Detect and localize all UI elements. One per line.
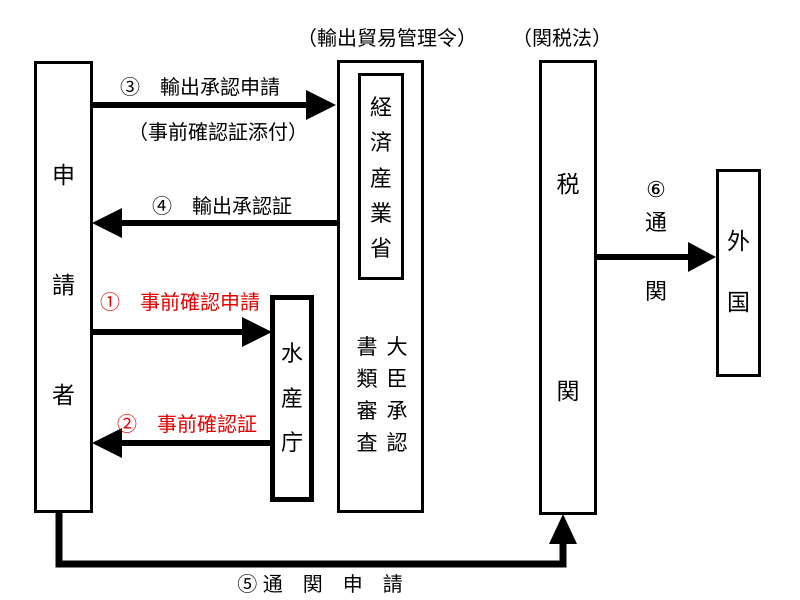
label-step2: ② 事前確認証 (117, 414, 257, 436)
document-review-column: 書 類 審 査 (356, 336, 378, 455)
foreign-country-box: 外 国 (716, 169, 761, 377)
customs-char: 税 (556, 171, 580, 197)
arrow-step4-export-approval-certificate (92, 208, 337, 238)
foreign-char: 国 (727, 289, 750, 315)
label-step4: ④ 輸出承認証 (152, 196, 292, 218)
applicant-char: 者 (52, 382, 75, 408)
foreign-char: 外 (727, 228, 750, 254)
minister-approval-column: 大 臣 承 認 (386, 336, 408, 455)
meti-char: 業 (369, 200, 392, 226)
arrow-step5-customs-declaration (55, 511, 577, 568)
customs-char: 関 (556, 378, 580, 404)
arrow-step3-export-approval-application (93, 90, 336, 120)
label-step5: ⑤ 通 関 申 請 (237, 574, 403, 596)
meti-char: 済 (369, 130, 392, 156)
fisheries-agency-box: 水 産 庁 (270, 295, 314, 502)
label-step3: ③ 輸出承認申請 (120, 77, 280, 99)
fisheries-char: 水 (280, 340, 303, 366)
applicant-char: 申 (52, 162, 75, 188)
label-export-trade-control-order: （輸出貿易管理令） (297, 28, 477, 50)
label-customs-law: （関税法） (512, 28, 612, 50)
label-step6: ⑥ 通 関 (644, 177, 667, 304)
fisheries-char: 産 (280, 385, 303, 411)
label-step3-note: （事前確認証添付） (128, 122, 308, 144)
arrow-step6-customs-clearance (597, 242, 716, 272)
label-step1: ① 事前確認申請 (100, 292, 260, 314)
fisheries-char: 庁 (280, 430, 303, 456)
applicant-box: 申 請 者 (34, 61, 93, 513)
meti-box: 経 済 産 業 省 (358, 73, 404, 280)
meti-char: 経 (369, 95, 392, 120)
customs-box: 税 関 (539, 60, 597, 515)
applicant-char: 請 (52, 272, 75, 298)
arrow-step2-prior-confirmation-certificate (92, 428, 270, 458)
meti-review-approval-text: 書 類 審 査 大 臣 承 認 (352, 337, 412, 454)
arrow-step1-prior-confirmation-application (93, 317, 272, 347)
meti-char: 省 (369, 236, 392, 261)
meti-char: 産 (369, 165, 392, 191)
